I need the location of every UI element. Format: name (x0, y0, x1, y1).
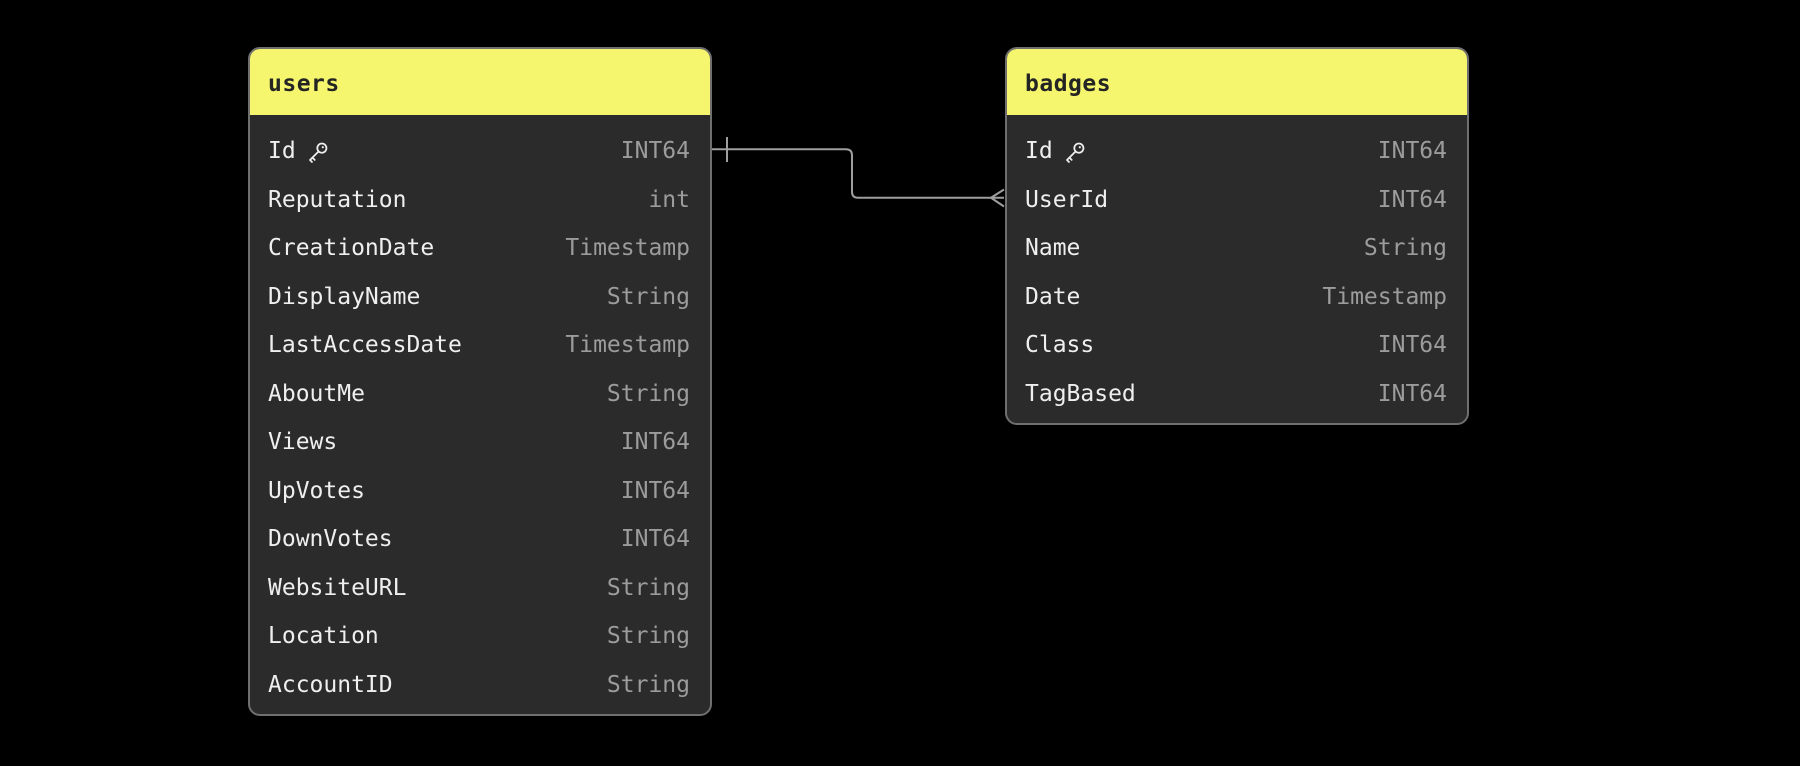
many-cardinality-marker (990, 188, 1005, 208)
table-badges[interactable]: badges Id INT64 UserId INT64 Na (1005, 47, 1469, 425)
field-name: Views (268, 429, 338, 456)
field-type: INT64 (1377, 138, 1447, 165)
table-badges-header[interactable]: badges (1007, 49, 1467, 115)
field-type: String (606, 574, 690, 601)
field-row-badges-date[interactable]: Date Timestamp (1007, 273, 1467, 322)
field-name: Id (1025, 138, 1053, 165)
field-type: Timestamp (565, 332, 690, 359)
field-name: DisplayName (268, 283, 421, 310)
field-type: INT64 (1377, 332, 1447, 359)
field-row-badges-id[interactable]: Id INT64 (1007, 127, 1467, 176)
field-name-wrap: Id (268, 138, 330, 164)
field-type: int (648, 186, 690, 213)
field-name: UpVotes (268, 477, 365, 504)
field-name: Class (1025, 332, 1095, 359)
field-row-users-creationdate[interactable]: CreationDate Timestamp (250, 224, 710, 273)
field-row-users-websiteurl[interactable]: WebsiteURL String (250, 564, 710, 613)
field-row-users-displayname[interactable]: DisplayName String (250, 273, 710, 322)
field-type: INT64 (620, 429, 690, 456)
field-type: INT64 (1377, 186, 1447, 213)
field-name: DownVotes (268, 526, 393, 553)
field-row-users-downvotes[interactable]: DownVotes INT64 (250, 515, 710, 564)
relationship-line[interactable] (712, 148, 991, 199)
key-icon (1065, 142, 1085, 163)
field-type: String (606, 671, 690, 698)
table-users[interactable]: users Id INT64 Reputation int C (248, 47, 712, 716)
table-users-fields: Id INT64 Reputation int CreationDate Tim… (250, 115, 710, 714)
field-name: AccountID (268, 671, 393, 698)
field-type: INT64 (620, 526, 690, 553)
field-row-badges-tagbased[interactable]: TagBased INT64 (1007, 370, 1467, 419)
table-badges-title: badges (1025, 71, 1112, 97)
field-name: Date (1025, 283, 1081, 310)
field-row-users-reputation[interactable]: Reputation int (250, 176, 710, 225)
field-name: TagBased (1025, 380, 1136, 407)
field-row-users-id[interactable]: Id INT64 (250, 127, 710, 176)
field-row-users-upvotes[interactable]: UpVotes INT64 (250, 467, 710, 516)
key-icon (308, 142, 328, 163)
field-name: Location (268, 623, 379, 650)
field-name: LastAccessDate (268, 332, 462, 359)
field-row-badges-userid[interactable]: UserId INT64 (1007, 176, 1467, 225)
field-row-users-aboutme[interactable]: AboutMe String (250, 370, 710, 419)
table-users-title: users (268, 71, 340, 97)
field-type: INT64 (620, 477, 690, 504)
relationship-users-badges[interactable] (712, 137, 1005, 208)
field-type: String (1363, 235, 1447, 262)
field-row-users-lastaccessdate[interactable]: LastAccessDate Timestamp (250, 321, 710, 370)
table-users-header[interactable]: users (250, 49, 710, 115)
field-row-users-location[interactable]: Location String (250, 612, 710, 661)
field-row-users-accountid[interactable]: AccountID String (250, 661, 710, 710)
table-badges-fields: Id INT64 UserId INT64 Name String Dat (1007, 115, 1467, 423)
field-name-wrap: Id (1025, 138, 1087, 164)
field-type: INT64 (1377, 380, 1447, 407)
field-name: WebsiteURL (268, 574, 407, 601)
field-type: INT64 (620, 138, 690, 165)
field-name: CreationDate (268, 235, 435, 262)
field-type: String (606, 283, 690, 310)
field-row-badges-class[interactable]: Class INT64 (1007, 321, 1467, 370)
field-row-badges-name[interactable]: Name String (1007, 224, 1467, 273)
field-row-users-views[interactable]: Views INT64 (250, 418, 710, 467)
field-type: String (606, 623, 690, 650)
field-name: Reputation (268, 186, 407, 213)
field-type: Timestamp (1322, 283, 1447, 310)
field-name: UserId (1025, 186, 1109, 213)
field-type: String (606, 380, 690, 407)
field-type: Timestamp (565, 235, 690, 262)
field-name: Id (268, 138, 296, 165)
field-name: AboutMe (268, 380, 365, 407)
field-name: Name (1025, 235, 1081, 262)
